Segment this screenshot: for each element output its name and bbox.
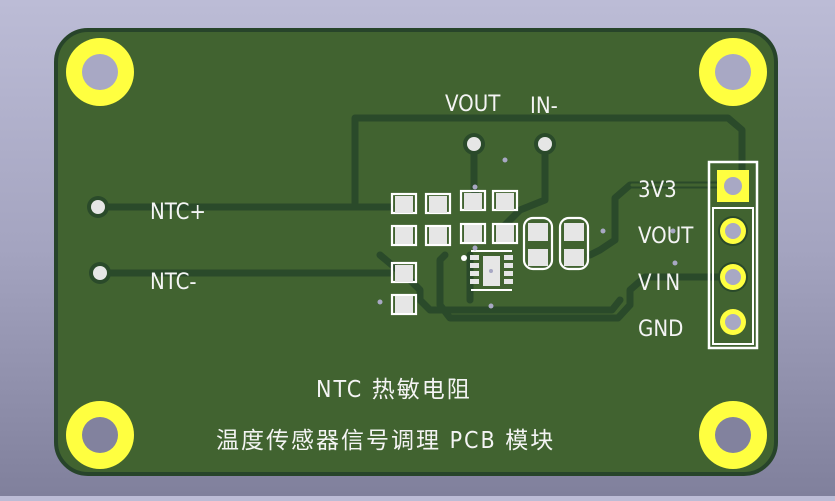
smd-pad-icon bbox=[491, 222, 519, 245]
smd-pad-icon bbox=[390, 261, 418, 284]
label-in-minus: IN- bbox=[530, 94, 558, 119]
soic8-ic-icon bbox=[461, 250, 513, 291]
header-pin-2 bbox=[718, 216, 748, 246]
smd-pad-icon bbox=[390, 192, 418, 215]
capacitor-footprint bbox=[522, 216, 590, 271]
through-hole-pad-icon bbox=[534, 133, 556, 155]
through-hole-pad-icon bbox=[89, 262, 111, 284]
mounting-hole-icon bbox=[699, 401, 767, 469]
pcb-board bbox=[54, 28, 778, 476]
header-pin-3 bbox=[718, 262, 748, 292]
smd-pad-icon bbox=[390, 293, 418, 316]
label-vout-top: VOUT bbox=[445, 92, 501, 117]
header-pin-1-square bbox=[717, 170, 749, 202]
through-hole-pad-icon bbox=[87, 196, 109, 218]
board-title-line1: NTC 热敏电阻 bbox=[316, 377, 472, 403]
mounting-hole-icon bbox=[699, 38, 767, 106]
through-hole-pad-icon bbox=[463, 133, 485, 155]
smd-pad-icon bbox=[424, 192, 452, 215]
label-header-3v3: 3V3 bbox=[638, 178, 677, 203]
smd-pad-icon bbox=[390, 224, 418, 247]
smd-pad-icon bbox=[491, 189, 519, 212]
label-ntc-minus: NTC- bbox=[150, 270, 197, 295]
smd-pad-icon bbox=[459, 222, 487, 245]
smd-pad-icon bbox=[424, 224, 452, 247]
vias bbox=[377, 157, 678, 309]
copper-traces bbox=[94, 114, 746, 322]
label-header-gnd: GND bbox=[638, 317, 683, 342]
label-header-vout: VOUT bbox=[638, 224, 694, 249]
mounting-hole-icon bbox=[66, 401, 134, 469]
smd-pad-icon bbox=[459, 189, 487, 212]
label-ntc-plus: NTC+ bbox=[150, 200, 206, 225]
smd-pads bbox=[390, 189, 519, 316]
board-title-line2: 温度传感器信号调理 PCB 模块 bbox=[216, 428, 555, 454]
header-pin-4 bbox=[720, 309, 746, 335]
pin-header bbox=[707, 160, 759, 350]
mounting-hole-icon bbox=[66, 38, 134, 106]
label-header-vin: VIN bbox=[638, 271, 684, 296]
